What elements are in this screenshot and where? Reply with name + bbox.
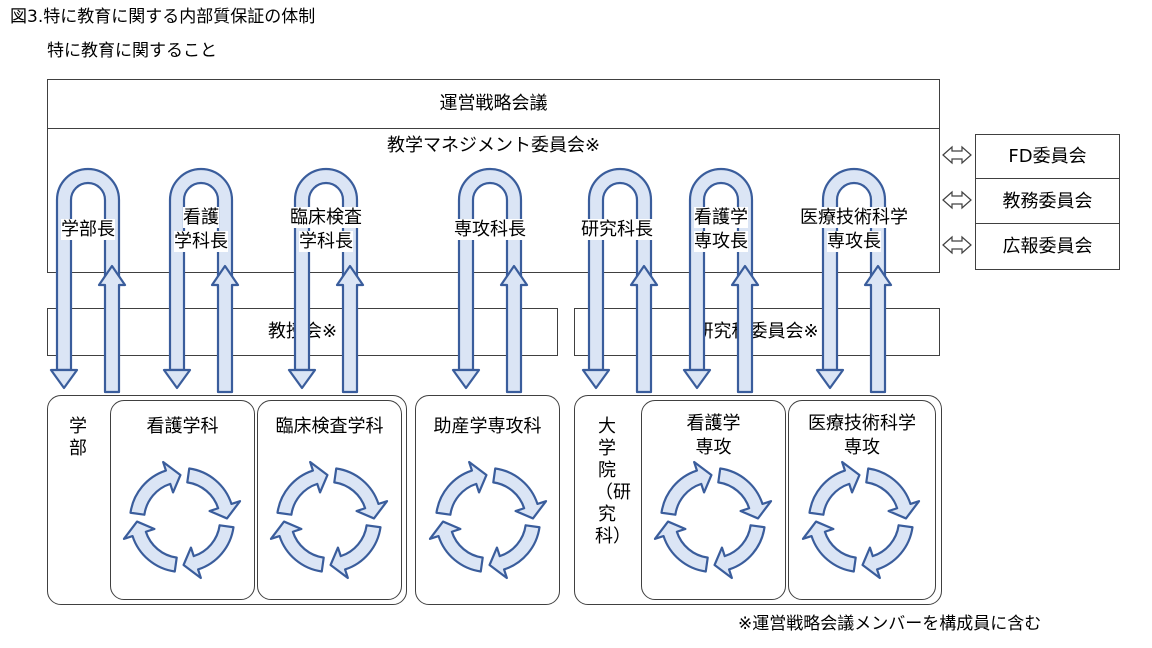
- down-arrowhead-6: [815, 368, 845, 390]
- down-arrowhead-4: [581, 368, 611, 390]
- midwifery-box: [415, 395, 560, 605]
- clinical-dept-label: 臨床検査学科: [275, 416, 384, 437]
- up-arrow-1: [210, 264, 240, 394]
- nursing-dept-box: [110, 400, 255, 600]
- pdca-cycle-icon: [269, 460, 389, 580]
- pdca-cycle-icon: [801, 460, 921, 580]
- down-arrowhead-5: [682, 368, 712, 390]
- up-arrow-4: [629, 264, 659, 394]
- bidirectional-arrow-0: [942, 145, 972, 165]
- up-arrow-3: [499, 264, 529, 394]
- loop-label-0: 学部長: [61, 219, 115, 240]
- feedback-loop-1: [168, 167, 234, 372]
- academic-affairs-committee: 教務委員会: [975, 179, 1120, 224]
- graduate-committee-label: 研究科委員会※: [695, 321, 819, 342]
- loop-label-5: 看護学 専攻長: [694, 207, 748, 252]
- public-relations-committee: 広報委員会: [1002, 236, 1093, 257]
- bidirectional-arrow-2: [942, 235, 972, 255]
- down-arrowhead-1: [162, 368, 192, 390]
- up-arrow-6: [863, 264, 893, 394]
- bidirectional-arrow-1: [942, 190, 972, 210]
- loop-label-2: 臨床検査 学科長: [290, 207, 362, 252]
- feedback-loop-4: [587, 167, 653, 372]
- pdca-cycle-icon: [428, 460, 548, 580]
- grad-nursing-box: [641, 400, 786, 600]
- loop-label-4: 研究科長: [581, 219, 653, 240]
- grad-nursing-label: 看護学 専攻: [686, 413, 741, 458]
- figure-subtitle: 特に教育に関すること: [47, 41, 217, 61]
- undergrad-outer-box: [47, 395, 407, 605]
- fd-committee: FD委員会: [975, 134, 1120, 179]
- down-arrowhead-2: [287, 368, 317, 390]
- pdca-cycle-icon: [653, 460, 773, 580]
- loop-label-1: 看護 学科長: [174, 207, 228, 252]
- strategy-council-box: 運営戦略会議: [47, 79, 940, 129]
- feedback-loop-2: [293, 167, 359, 372]
- clinical-dept-box: [257, 400, 402, 600]
- education-committee-label: 教学マネジメント委員会※: [386, 135, 601, 156]
- loop-label-6: 医療技術科学 専攻長: [800, 207, 908, 252]
- side-committees-box: [975, 134, 1120, 270]
- pdca-cycle-icon: [122, 460, 242, 580]
- feedback-loop-0: [55, 167, 121, 372]
- feedback-loop-6: [821, 167, 887, 372]
- up-arrow-0: [97, 264, 127, 394]
- figure-title: 図3.特に教育に関する内部質保証の体制: [10, 7, 316, 27]
- feedback-loop-3: [457, 167, 523, 372]
- loop-label-3: 専攻科長: [454, 219, 526, 240]
- up-arrow-2: [335, 264, 365, 394]
- midwifery-label: 助産学専攻科: [433, 416, 542, 437]
- undergrad-label: 学部: [69, 416, 87, 459]
- footnote: ※運営戦略会議メンバーを構成員に含む: [738, 614, 1042, 634]
- feedback-loop-5: [688, 167, 754, 372]
- nursing-dept-label: 看護学科: [146, 416, 219, 437]
- up-arrow-5: [730, 264, 760, 394]
- down-arrowhead-3: [451, 368, 481, 390]
- graduate-outer-box: [574, 395, 942, 605]
- grad-medtech-label: 医療技術科学 専攻: [808, 413, 916, 458]
- down-arrowhead-0: [49, 368, 79, 390]
- strategy-council-label: 運営戦略会議: [439, 93, 548, 114]
- grad-medtech-box: [788, 400, 936, 600]
